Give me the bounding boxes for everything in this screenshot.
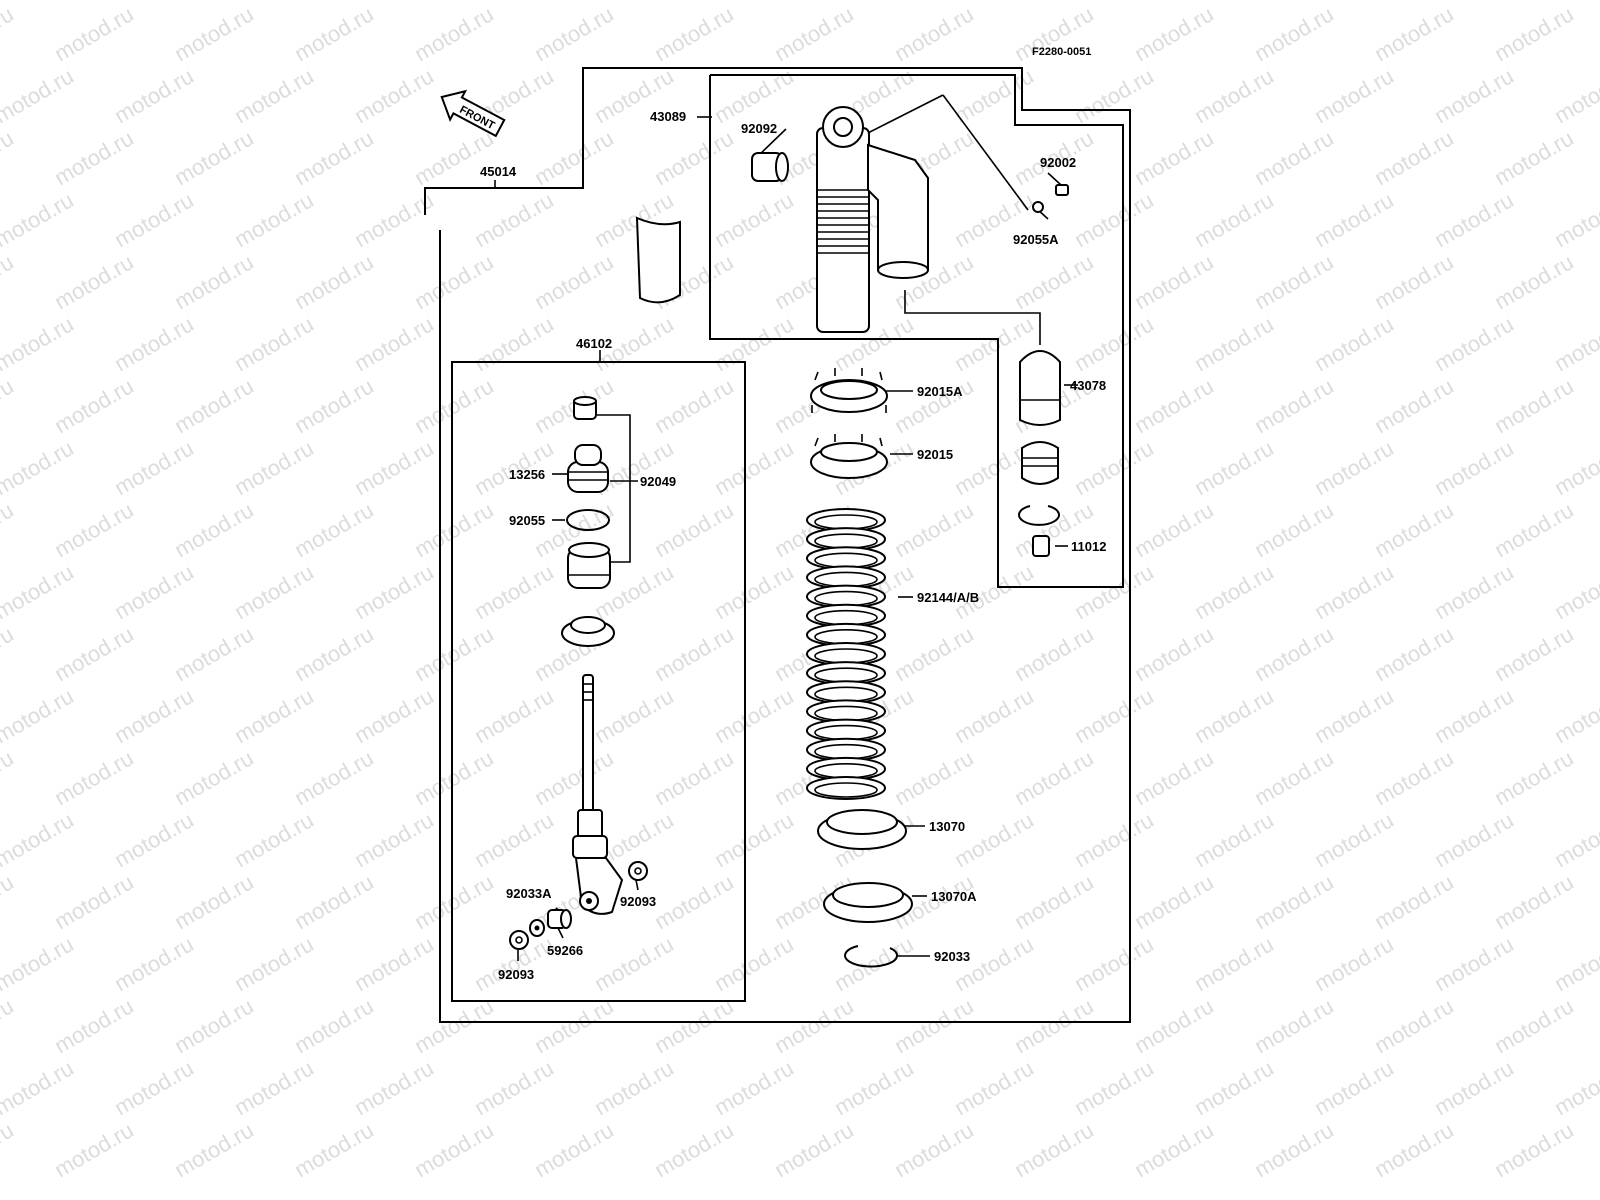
piston-part	[567, 542, 611, 589]
label-59266: 59266	[547, 943, 583, 958]
label-92055: 92055	[509, 513, 545, 528]
diagram-code: F2280-0051	[1032, 46, 1091, 58]
label-92093-right: 92093	[620, 894, 656, 909]
label-92144: 92144/A/B	[917, 590, 979, 605]
label-45014: 45014	[480, 164, 517, 179]
washer-92033A	[529, 919, 545, 937]
reservoir-cap-43078	[1019, 350, 1061, 426]
label-92093-left: 92093	[498, 967, 534, 982]
circlip-92033	[844, 945, 898, 968]
label-11012: 11012	[1071, 539, 1106, 554]
spring-coil-inner	[814, 782, 878, 798]
label-46102: 46102	[576, 336, 612, 351]
damper-rod-part	[572, 674, 624, 915]
label-92055A: 92055A	[1013, 232, 1059, 247]
label-92092: 92092	[741, 121, 777, 136]
label-92033A: 92033A	[506, 886, 552, 901]
valve-body-13256	[567, 444, 609, 493]
label-43078: 43078	[1070, 378, 1106, 393]
label-13070A: 13070A	[931, 889, 977, 904]
o-ring-92055	[566, 509, 610, 531]
bushing-92092	[751, 152, 789, 182]
sleeve-45014	[635, 216, 681, 304]
locknut-92015A	[810, 368, 888, 413]
label-43089: 43089	[650, 109, 686, 124]
spring-seat-13070	[817, 809, 907, 850]
label-92015A: 92015A	[917, 384, 963, 399]
shock-body-43089	[816, 106, 929, 333]
label-92002: 92002	[1040, 155, 1076, 170]
screw-92002	[1055, 184, 1069, 196]
valve-11012	[1032, 535, 1050, 557]
assembly-outline-45014	[424, 67, 1131, 1023]
assembly-outline-43089	[709, 74, 1124, 588]
spring-92144	[806, 508, 886, 800]
label-13070: 13070	[929, 819, 965, 834]
front-arrow-icon: FRONT	[440, 89, 506, 138]
label-13256: 13256	[509, 467, 545, 482]
washer-92093-left	[509, 930, 529, 950]
snap-ring-part	[1018, 505, 1060, 526]
spring-coil	[806, 776, 886, 800]
o-ring-92055A	[1032, 201, 1044, 213]
label-92015: 92015	[917, 447, 953, 462]
spring-seat-13070A	[823, 882, 913, 923]
label-92049: 92049	[640, 474, 676, 489]
assembly-outline-46102	[451, 361, 746, 1002]
adjuster-nut-92015	[810, 434, 888, 479]
bushing-59266	[547, 909, 572, 929]
label-92033: 92033	[934, 949, 970, 964]
bladder-part	[1021, 441, 1059, 485]
nut-part	[573, 396, 597, 420]
bump-stop-part	[561, 616, 615, 647]
washer-92093-right	[628, 861, 648, 881]
